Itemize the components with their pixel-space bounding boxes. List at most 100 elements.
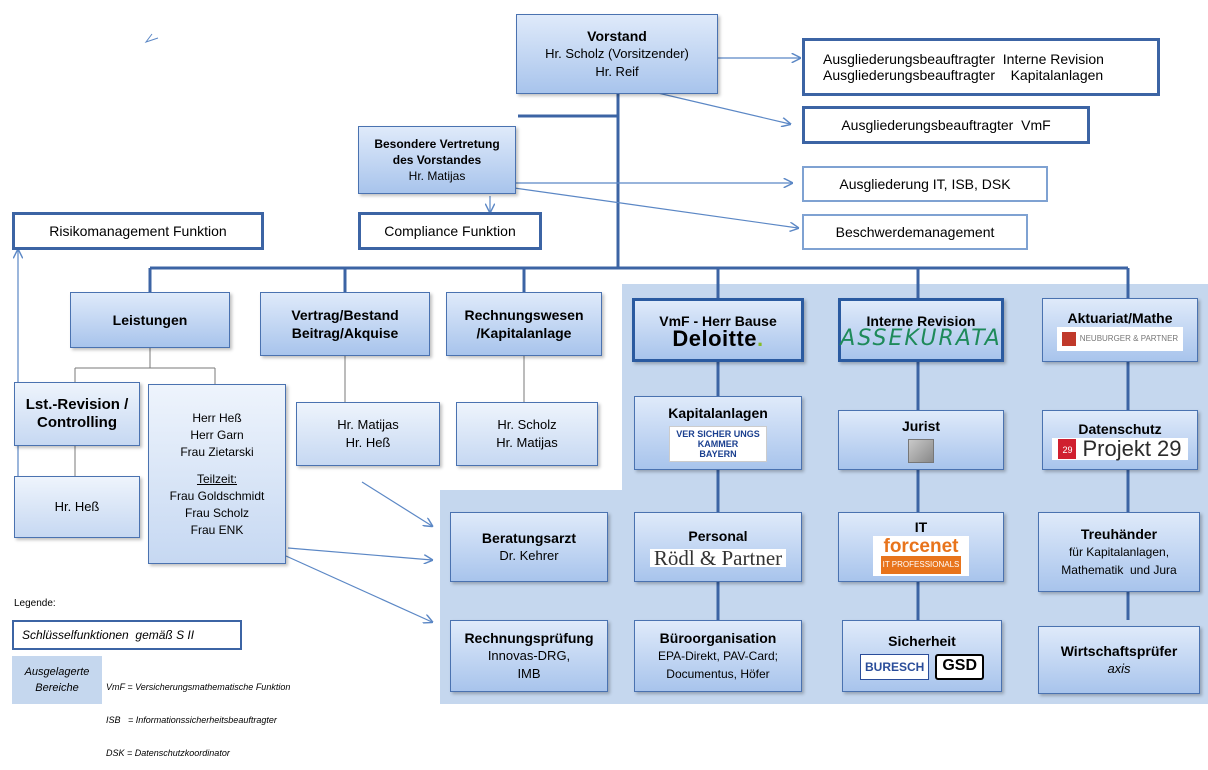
revision-line1: Lst.-Revision / [25,396,129,413]
legend-key-label: Schlüsselfunktionen gemäß S II [22,628,195,642]
treuhaender-box: Treuhänder für Kapitalanlagen, Mathemati… [1038,512,1200,592]
besondere-vertretung-box: Besondere Vertretung des Vorstandes Hr. … [358,126,516,194]
projekt29-logo-text: Projekt 29 [1082,436,1182,461]
ausgliederung-revision-kapital-box: Ausgliederungsbeauftragter Interne Revis… [802,38,1160,96]
teilzeit-3: Frau ENK [190,522,244,537]
roedl-logo: Rödl & Partner [649,548,787,569]
ausgliederung-it-label: Ausgliederung IT, ISB, DSK [839,176,1011,192]
rechnungspruefung-title: Rechnungsprüfung [464,630,594,646]
rechnungswesen-line2: /Kapitalanlage [476,325,572,341]
bueroorganisation-box: Büroorganisation EPA-Direkt, PAV-Card; D… [634,620,802,692]
sicherheit-logos: BURESCH GSD [859,654,984,680]
vertrag-p2: Hr. Heß [345,435,391,450]
beratungsarzt-name: Dr. Kehrer [499,548,559,563]
compliance-label: Compliance Funktion [384,223,516,239]
forcenet-logo-sub: IT PROFESSIONALS [880,556,962,574]
kapitalanlagen-title: Kapitalanlagen [668,405,768,421]
revision-controlling-box: Lst.-Revision / Controlling [14,382,140,446]
treuhaender-line1: für Kapitalanlagen, [1068,545,1170,559]
buero-title: Büroorganisation [659,630,777,646]
legend-out1: Ausgelagerte [24,666,90,678]
vertrag-people-box: Hr. Matijas Hr. Heß [296,402,440,466]
revision-line2: Controlling [37,414,117,431]
treuhaender-title: Treuhänder [1080,526,1158,542]
deloitte-logo: Deloitte. [672,326,764,351]
legend-outsourced-swatch: Ausgelagerte Bereiche [12,656,102,704]
rechnungswesen-line1: Rechnungswesen [464,307,584,323]
buero-line2: Documentus, Höfer [666,667,770,681]
ausgliederung-vmf-box: Ausgliederungsbeauftragter VmF [802,106,1090,144]
buero-line1: EPA-Direkt, PAV-Card; [657,649,779,663]
aktuariat-box: Aktuariat/Mathe NEUBURGER & PARTNER [1042,298,1198,362]
teilzeit-label: Teilzeit: [196,471,237,486]
assekurata-logo: ASSEKURATA [840,326,1002,351]
vorstand-title: Vorstand [587,28,647,44]
ausgliederung-line1: Ausgliederungsbeauftragter Interne Revis… [823,51,1104,67]
datenschutz-title: Datenschutz [1078,421,1162,437]
beratungsarzt-title: Beratungsarzt [481,530,577,546]
beschwerde-box: Beschwerdemanagement [802,214,1028,250]
leistungen-box: Leistungen [70,292,230,348]
leistungen-staff-box: Herr Heß Herr Garn Frau Zietarski Teilze… [148,384,286,564]
legend-abbr2: ISB = Informationssicherheitsbeauftragte… [106,715,277,725]
legend-out2: Bereiche [35,682,79,694]
compliance-box: Compliance Funktion [358,212,542,250]
aktuariat-title: Aktuariat/Mathe [1067,310,1173,326]
deloitte-logo-text: Deloitte [672,326,758,351]
rechnungswesen-p1: Hr. Scholz [497,417,557,432]
vertrag-line1: Vertrag/Bestand [291,307,399,323]
teilzeit-2: Frau Scholz [184,505,250,520]
rechnungswesen-p2: Hr. Matijas [496,435,558,450]
vertrag-line2: Beitrag/Akquise [291,325,399,341]
legend-abbr3: DSK = Datenschutzkoordinator [106,748,230,758]
legend-abbreviations: VmF = Versicherungsmathematische Funktio… [106,660,290,770]
projekt29-logo-mark: 29 [1058,439,1077,459]
legend-key-box: Schlüsselfunktionen gemäß S II [12,620,242,650]
interne-revision-title: Interne Revision [866,313,976,329]
vmf-box: VmF - Herr Bause Deloitte. [632,298,804,362]
connector-lines [0,33,1130,704]
vertrag-p1: Hr. Matijas [337,417,399,432]
wp-title: Wirtschaftsprüfer [1060,643,1178,659]
besondere-line2: des Vorstandes [392,153,482,167]
vk-logo-line3: BAYERN [699,449,737,459]
besondere-line3: Hr. Matijas [408,169,466,183]
risikomanagement-label: Risikomanagement Funktion [49,223,227,239]
rechnungspruefung-line1: Innovas-DRG, [487,648,571,663]
rechnungswesen-box: Rechnungswesen /Kapitalanlage [446,292,602,356]
leistungen-hess: Hr. Heß [54,499,100,514]
vertrag-box: Vertrag/Bestand Beitrag/Akquise [260,292,430,356]
personal-title: Personal [688,528,748,544]
leistungen-title: Leistungen [112,312,188,328]
personal-box: Personal Rödl & Partner [634,512,802,582]
rechnungswesen-people-box: Hr. Scholz Hr. Matijas [456,402,598,466]
teilzeit-1: Frau Goldschmidt [169,488,265,503]
sicherheit-box: Sicherheit BURESCH GSD [842,620,1002,692]
ausgliederung-line2: Ausgliederungsbeauftragter Kapitalanlage… [823,67,1104,83]
staff-3: Frau Zietarski [180,444,254,459]
kapitalanlagen-box: Kapitalanlagen VER SICHER UNGS KAMMER BA… [634,396,802,470]
gsd-logo: GSD [935,654,984,680]
vorstand-line1: Hr. Scholz (Vorsitzender) [545,46,689,61]
vk-logo-line1: VER SICHER UNGS [676,429,760,439]
vorstand-box: Vorstand Hr. Scholz (Vorsitzender) Hr. R… [516,14,718,94]
neuburger-logo: NEUBURGER & PARTNER [1056,327,1184,351]
vorstand-line2: Hr. Reif [595,64,639,79]
forcenet-logo: forcenet IT PROFESSIONALS [872,536,970,576]
it-title: IT [914,519,928,535]
ausgliederung-it-box: Ausgliederung IT, ISB, DSK [802,166,1048,202]
jurist-title: Jurist [901,418,941,434]
it-box: IT forcenet IT PROFESSIONALS [838,512,1004,582]
staff-1: Herr Heß [192,410,242,425]
buresch-logo: BURESCH [859,654,930,680]
interne-revision-box: Interne Revision ASSEKURATA [838,298,1004,362]
jurist-box: Jurist [838,410,1004,470]
risikomanagement-box: Risikomanagement Funktion [12,212,264,250]
sicherheit-title: Sicherheit [888,633,956,649]
treuhaender-line2: Mathematik und Jura [1061,563,1177,577]
besondere-line1: Besondere Vertretung [374,137,500,151]
leistungen-hess-box: Hr. Heß [14,476,140,538]
legend-title: Legende: [14,598,56,609]
